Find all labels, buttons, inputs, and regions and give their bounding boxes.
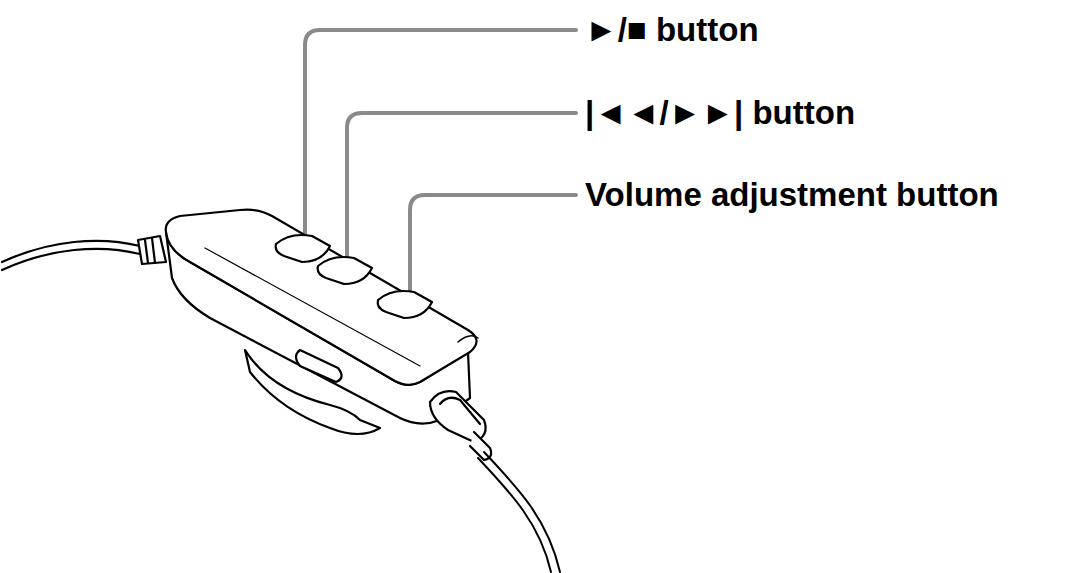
part-label: ►/■ button: [585, 12, 759, 48]
top-face: [166, 210, 477, 385]
leader-lines: [305, 30, 576, 300]
play-stop-button: [276, 235, 330, 262]
remote-body: [2, 210, 560, 572]
hold-switch: [296, 350, 342, 382]
part-label: Volume adjustment button: [585, 177, 999, 213]
cable: [2, 249, 140, 270]
part-label: |◄◄/►►| button: [585, 95, 855, 131]
skip-button: [318, 257, 372, 284]
leader-line: [410, 195, 576, 300]
leader-line: [347, 113, 576, 268]
clip: [245, 350, 380, 434]
cable: [484, 452, 560, 572]
volume-button: [378, 291, 432, 318]
strain-relief: [138, 236, 166, 264]
